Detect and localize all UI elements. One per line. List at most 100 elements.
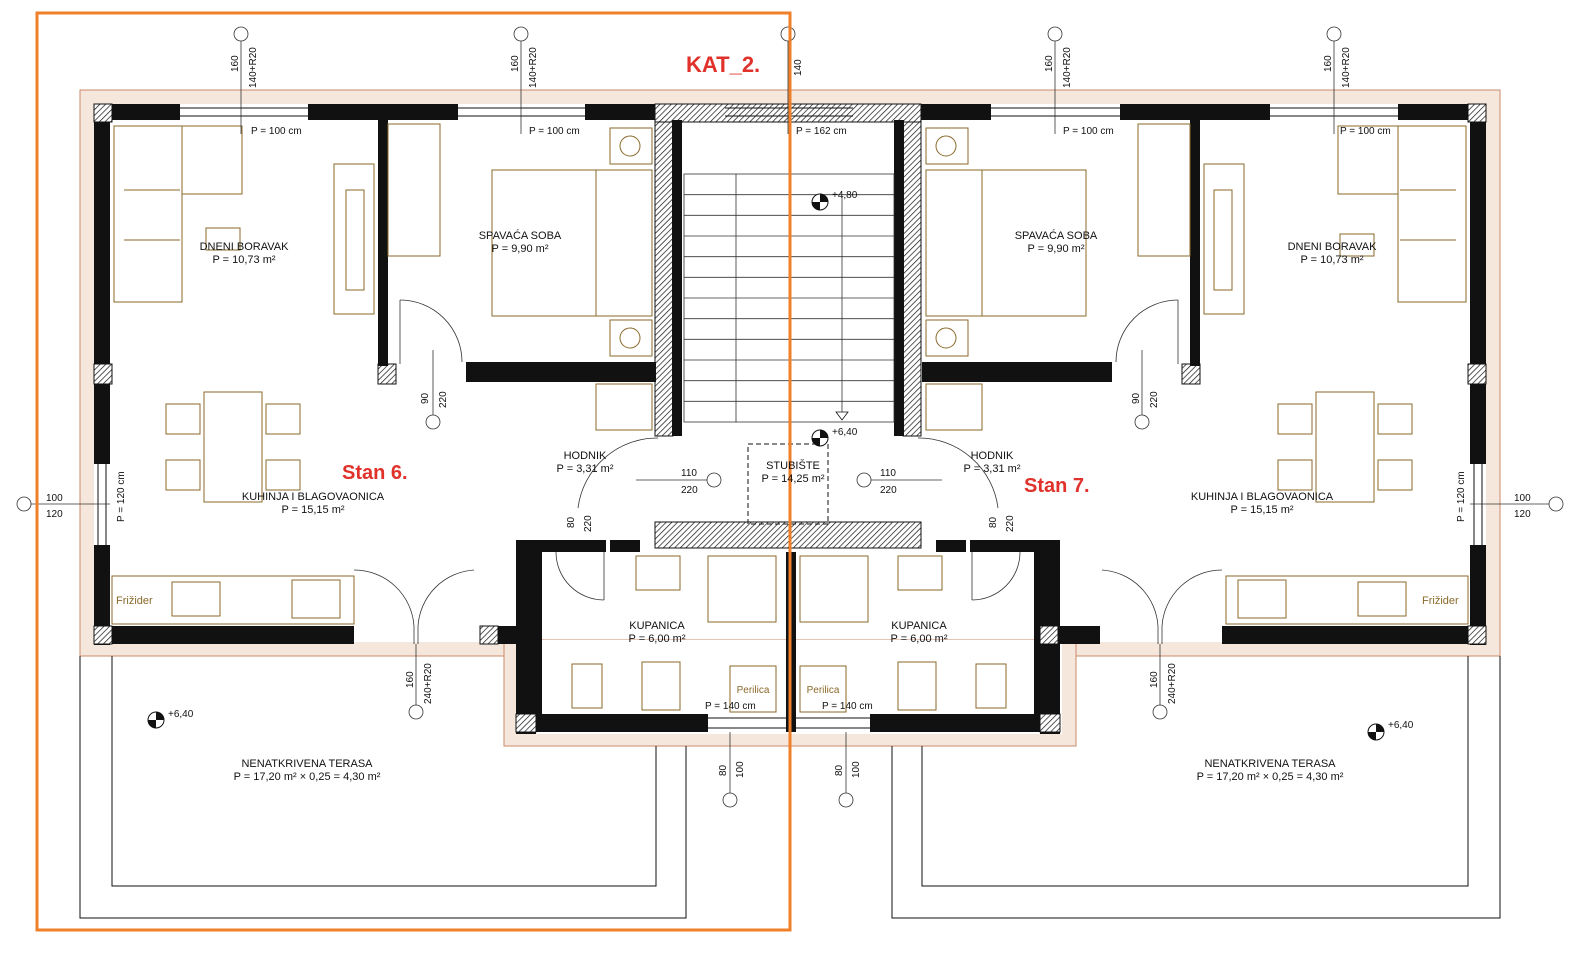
svg-text:140+R20: 140+R20 [1341,47,1352,88]
svg-text:220: 220 [1005,515,1016,532]
room-name-stairs: STUBIŠTE [766,459,820,472]
svg-text:140+R20: 140+R20 [248,47,259,88]
svg-text:240+R20: 240+R20 [1167,663,1178,704]
room-area-left-bedroom: P = 9,90 m² [492,243,549,255]
room-name-right-bedroom: SPAVAĆA SOBA [1015,229,1098,242]
fridge-label-right: Frižider [1422,595,1459,607]
top-tag-3: 140 [793,59,804,76]
window-size-1: P = 100 cm [251,126,302,137]
window-size-3: P = 162 cm [796,126,847,137]
room-name-right-bath: KUPANICA [891,620,947,632]
svg-text:100: 100 [735,761,746,778]
level-terrace-right: +6,40 [1388,720,1414,731]
window-size-4: P = 100 cm [1063,126,1114,137]
window-size-side-right: P = 120 cm [1456,471,1467,522]
room-name-left-terrace: NENATKRIVENA TERASA [241,758,373,770]
room-area-right-bedroom: P = 9,90 m² [1028,243,1085,255]
room-name-right-hall: HODNIK [971,450,1014,462]
room-name-right-kitchen: KUHINJA I BLAGOVAONICA [1191,491,1334,503]
svg-text:160: 160 [1044,55,1055,72]
svg-text:220: 220 [1149,391,1160,408]
level-landing: +6,40 [832,427,858,438]
room-name-left-kitchen: KUHINJA I BLAGOVAONICA [242,491,385,503]
door-tag-markers [16,26,1564,808]
room-area-stairs: P = 14,25 m² [761,473,824,485]
svg-text:140+R20: 140+R20 [1062,47,1073,88]
room-area-left-bath: P = 6,00 m² [629,633,686,645]
window-tag-bath-right: 80 100 [834,761,862,778]
svg-text:160: 160 [1323,55,1334,72]
washer-label-right: Perilica [807,685,840,696]
window-size-7: P = 140 cm [822,701,873,712]
room-name-left-hall: HODNIK [564,450,607,462]
level-stair-top: +4,80 [832,190,858,201]
svg-text:120: 120 [46,509,63,520]
door-tag-bath-left: 80 220 [566,515,594,532]
room-name-left-bedroom: SPAVAĆA SOBA [479,229,562,242]
top-tag-1: 160 140+R20 [230,47,259,88]
svg-text:80: 80 [566,516,577,528]
svg-text:220: 220 [880,485,897,496]
window-size-6: P = 140 cm [705,701,756,712]
svg-text:220: 220 [681,485,698,496]
svg-text:80: 80 [834,764,845,776]
svg-text:160: 160 [510,55,521,72]
side-tag-left: 100 120 [46,493,63,520]
svg-text:90: 90 [420,392,431,404]
svg-text:240+R20: 240+R20 [423,663,434,704]
top-tag-5: 160 140+R20 [1323,47,1352,88]
top-tag-2: 160 140+R20 [510,47,539,88]
room-area-right-living: P = 10,73 m² [1300,254,1363,266]
room-area-right-bath: P = 6,00 m² [891,633,948,645]
svg-text:110: 110 [681,468,697,479]
floor-label: KAT_2. [686,52,760,77]
room-name-right-living: DNENI BORAVAK [1288,241,1377,253]
apartment-label-right: Stan 7. [1024,475,1090,497]
svg-text:90: 90 [1131,392,1142,404]
apartment-highlight-frame [35,11,792,932]
interior-walls [378,120,1200,732]
side-tag-right: 100 120 [1514,493,1531,520]
room-name-left-bath: KUPANICA [629,620,685,632]
window-size-5: P = 100 cm [1340,126,1391,137]
top-tag-4: 160 140+R20 [1044,47,1073,88]
level-markers [147,193,1385,741]
washer-label-left: Perilica [737,685,770,696]
door-tag-terrace-right: 160 240+R20 [1149,663,1178,704]
furniture [111,123,1469,713]
door-tag-bedroom-left: 90 220 [420,391,449,408]
doors [353,299,1223,644]
room-area-left-kitchen: P = 15,15 m² [281,504,344,516]
svg-text:80: 80 [988,516,999,528]
svg-text:140+R20: 140+R20 [528,47,539,88]
window-size-2: P = 100 cm [529,126,580,137]
room-area-right-terrace: P = 17,20 m² × 0,25 = 4,30 m² [1197,771,1344,783]
level-terrace-left: +6,40 [168,709,194,720]
svg-text:140: 140 [793,59,804,76]
svg-text:110: 110 [880,468,896,479]
svg-text:160: 160 [1149,671,1160,688]
svg-text:160: 160 [230,55,241,72]
window-size-side-left: P = 120 cm [116,471,127,522]
door-tag-bedroom-right: 90 220 [1131,391,1160,408]
svg-text:220: 220 [438,391,449,408]
terraces [79,656,1501,919]
door-tag-entrance-left: 110 220 [681,468,698,496]
window-tag-bath-left: 80 100 [718,761,746,778]
door-tag-bath-right: 80 220 [988,515,1016,532]
svg-text:160: 160 [405,671,416,688]
room-name-left-living: DNENI BORAVAK [200,241,289,253]
room-area-left-living: P = 10,73 m² [212,254,275,266]
svg-text:120: 120 [1514,509,1531,520]
room-area-right-hall: P = 3,31 m² [964,463,1021,475]
fridge-label-left: Frižider [116,595,153,607]
svg-text:80: 80 [718,764,729,776]
svg-text:100: 100 [851,761,862,778]
door-tag-entrance-right: 110 220 [880,468,897,496]
svg-text:100: 100 [46,493,63,504]
svg-text:220: 220 [583,515,594,532]
svg-text:100: 100 [1514,493,1531,504]
apartment-label-left: Stan 6. [342,462,408,484]
door-tag-terrace-left: 160 240+R20 [405,663,434,704]
concrete-columns [93,103,1487,733]
